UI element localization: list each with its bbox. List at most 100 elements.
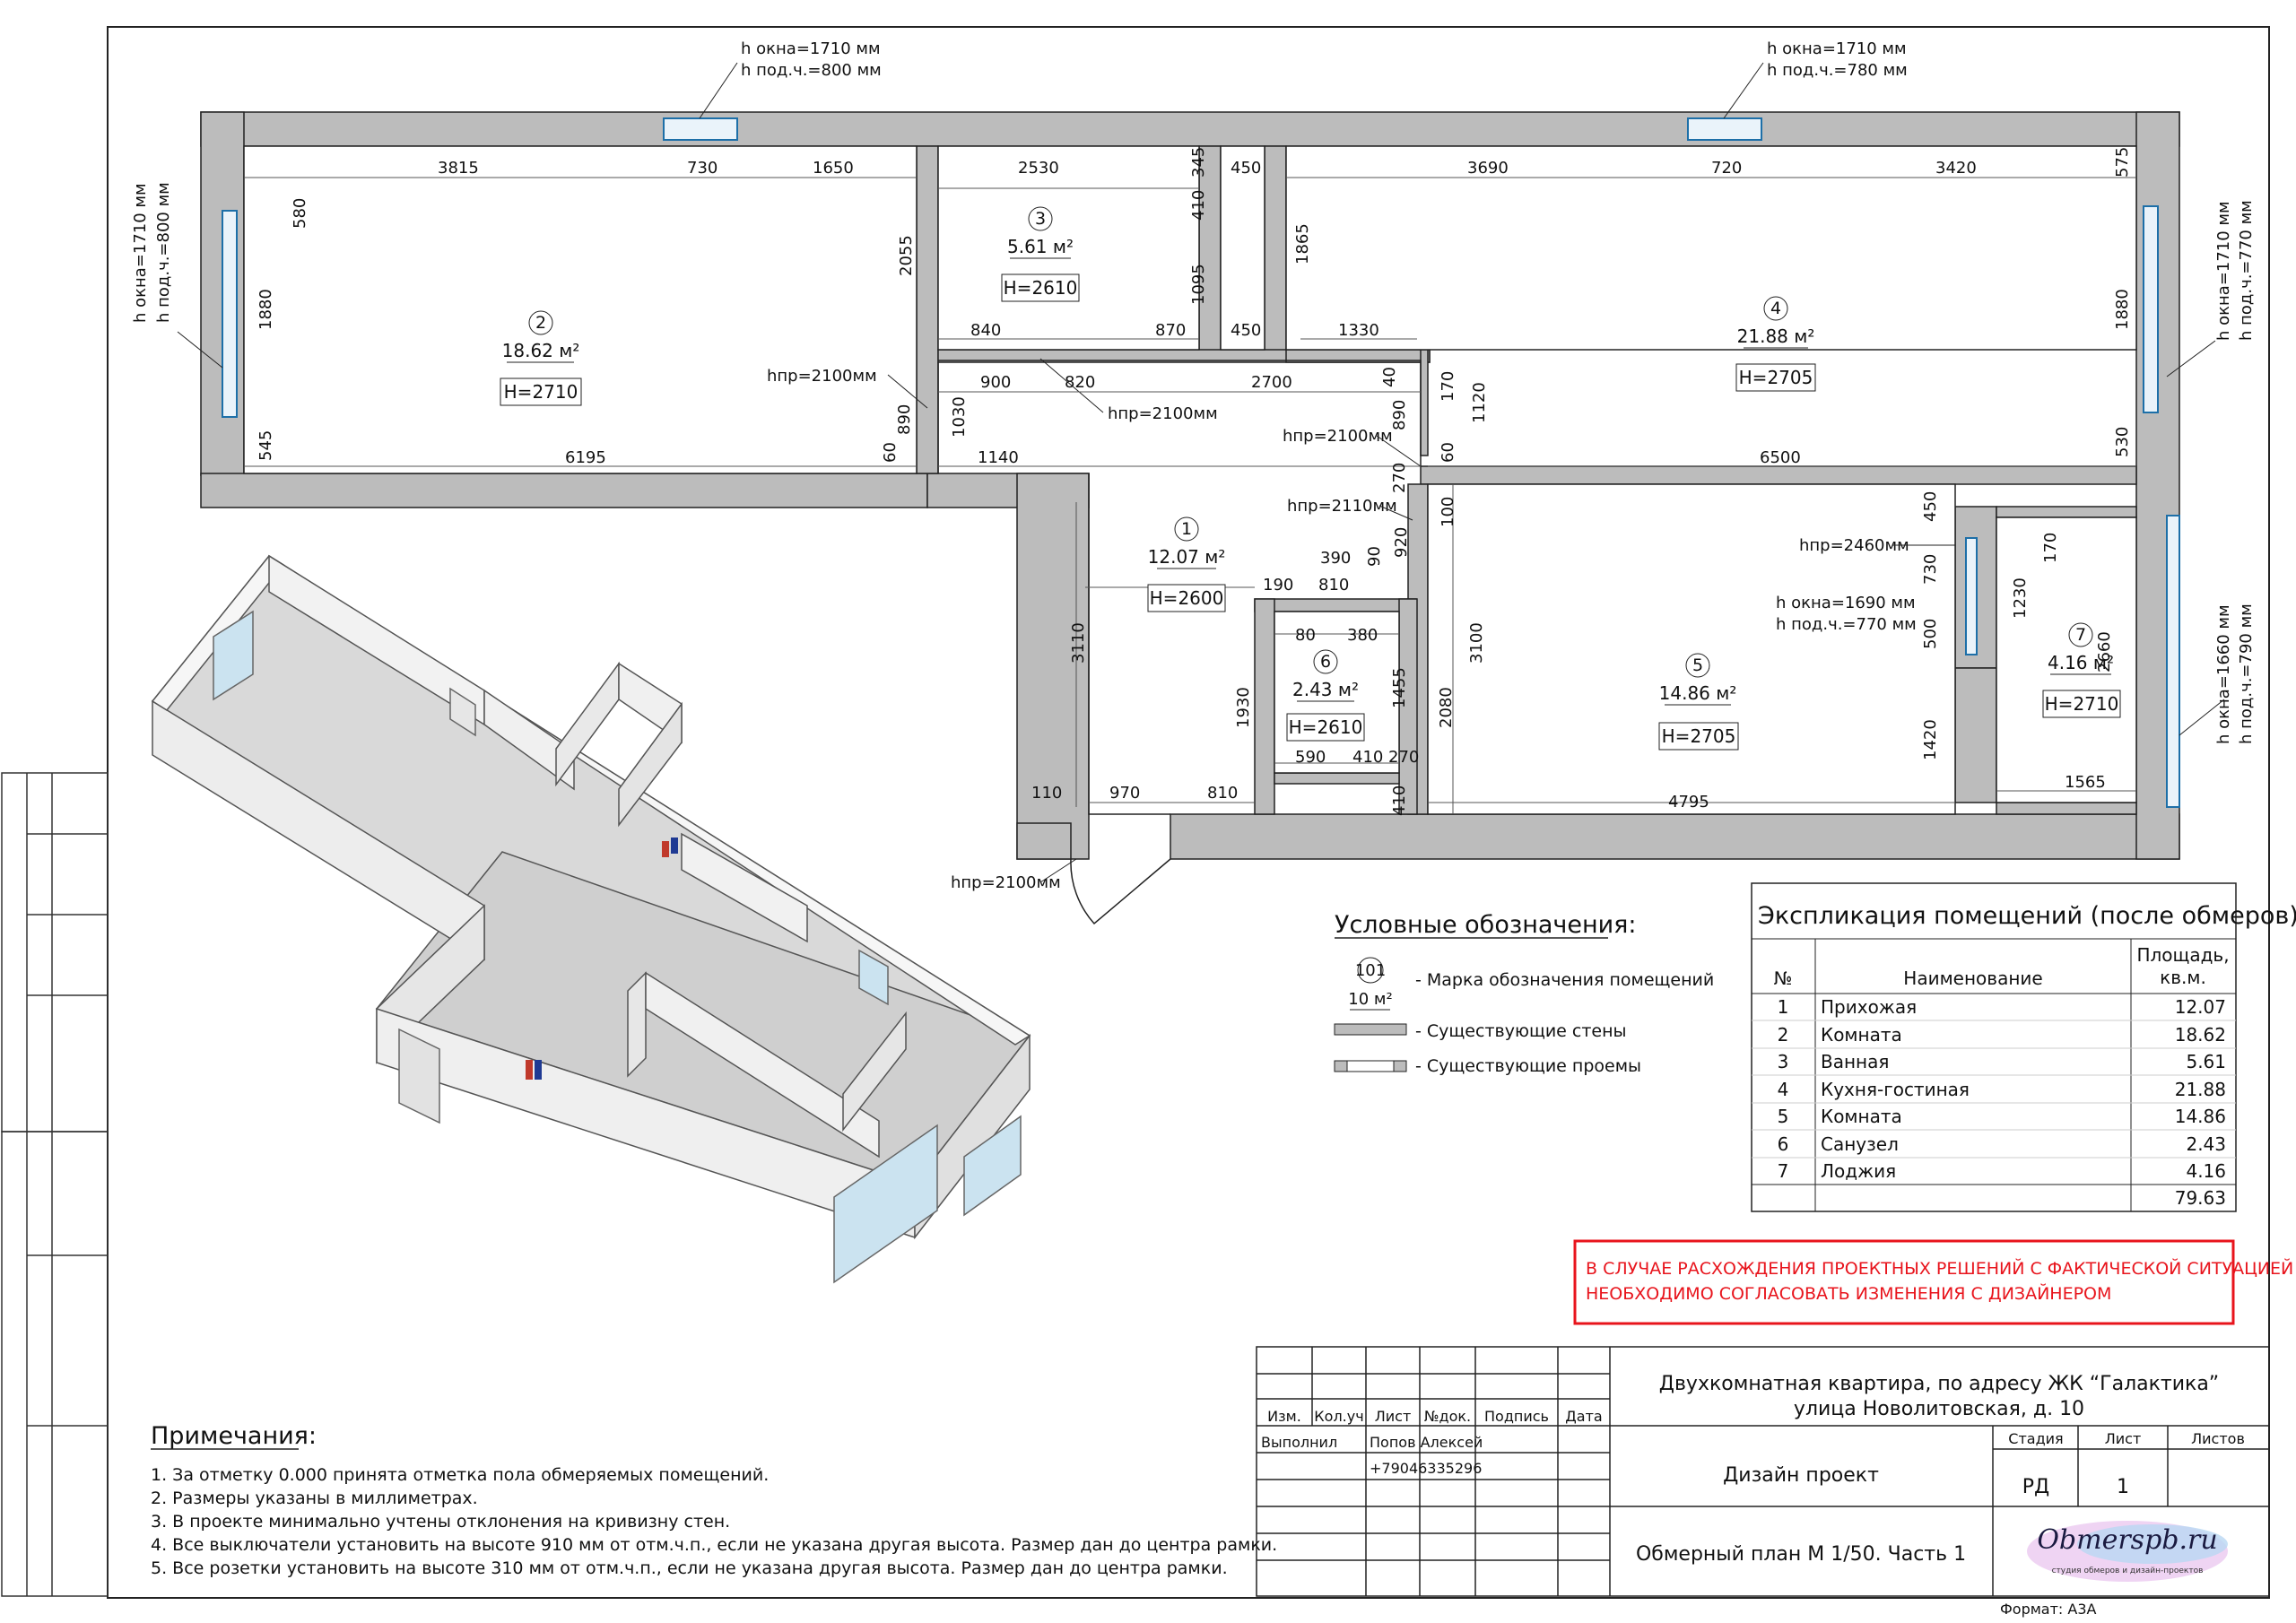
row-num: 6 xyxy=(1778,1133,1789,1155)
dim-label: 80 xyxy=(1295,626,1316,645)
window-label-a: h окна=1710 мм xyxy=(131,183,150,323)
note-item: 5. Все розетки установить на высоте 310 … xyxy=(151,1558,1228,1578)
room-tags: 1 12.07 м² H=2600 2 18.62 м² H=2710 3 5.… xyxy=(500,206,2121,751)
row-num: 2 xyxy=(1778,1024,1789,1046)
door-label: hпр=2460мм xyxy=(1799,536,1909,555)
sheets-label: Листов xyxy=(2191,1430,2245,1447)
total-area: 79.63 xyxy=(2175,1187,2226,1209)
stamp-header: Изм. xyxy=(1267,1408,1301,1425)
room-height: H=2705 xyxy=(1739,367,1813,388)
logo-text: Obmerspb.ru xyxy=(2037,1524,2217,1556)
dim-label: 1420 xyxy=(1921,719,1940,760)
row-area: 14.86 xyxy=(2175,1106,2226,1127)
door-swing xyxy=(1070,858,1171,925)
table-row: 4 Кухня-гостиная 21.88 xyxy=(1778,1079,2226,1100)
windows xyxy=(222,117,2180,808)
dim-label: 60 xyxy=(1439,442,1457,463)
stamp-header: №док. xyxy=(1424,1408,1471,1425)
window-label-a: h окна=1710 мм xyxy=(1767,39,1907,58)
row-name: Комната xyxy=(1821,1024,1902,1046)
room-height: H=2600 xyxy=(1150,587,1224,609)
dim-label: 1030 xyxy=(950,396,969,438)
legend-item-walls: - Существующие стены xyxy=(1415,1021,1627,1041)
dim-label: 6500 xyxy=(1760,448,1801,467)
window-label-b: h под.ч.=770 мм xyxy=(2237,200,2256,341)
room-height: H=2705 xyxy=(1662,725,1736,747)
dim-label: 60 xyxy=(881,442,900,463)
company-logo: Obmerspb.ru студия обмеров и дизайн-прое… xyxy=(2027,1521,2228,1582)
stage-value: РД xyxy=(2022,1476,2049,1498)
room-number: 5 xyxy=(1692,655,1703,675)
window-label-b: h под.ч.=800 мм xyxy=(741,61,882,80)
room-number: 6 xyxy=(1320,652,1331,672)
row-area: 2.43 xyxy=(2186,1133,2226,1155)
project-title-line-1: Двухкомнатная квартира, по адресу ЖК “Га… xyxy=(1659,1373,2219,1395)
dim-label: 410 xyxy=(1352,748,1383,767)
dim-label: 2055 xyxy=(897,235,916,276)
room-area: 18.62 м² xyxy=(502,340,580,361)
room-tag-4: 4 21.88 м² H=2705 xyxy=(1735,296,1816,392)
title-block-texts: Изм. Кол.уч Лист №док. Подпись Дата Выпо… xyxy=(1261,1373,2245,1618)
window-label-b: h под.ч.=790 мм xyxy=(2237,603,2256,744)
room-height: H=2710 xyxy=(2045,693,2119,715)
row-name: Ванная xyxy=(1821,1051,1889,1072)
dim-label: 545 xyxy=(257,430,275,461)
dim-label: 380 xyxy=(1347,626,1378,645)
door-label: hпр=2100мм xyxy=(1108,404,1218,423)
room-number: 7 xyxy=(2075,625,2086,645)
window-label-a: h окна=1690 мм xyxy=(1776,594,1916,612)
stamp-header: Кол.уч xyxy=(1314,1408,1363,1425)
table-row: 7 Лоджия 4.16 xyxy=(1778,1160,2226,1182)
project-title-line-2: улица Новолитовская, д. 10 xyxy=(1794,1398,2084,1420)
dim-label: 730 xyxy=(687,159,718,178)
notes: Примечания: 1. За отметку 0.000 принята … xyxy=(151,1422,1277,1578)
legend-item-openings: - Существующие проемы xyxy=(1415,1056,1641,1076)
row-name: Кухня-гостиная xyxy=(1821,1079,1970,1100)
room-area: 5.61 м² xyxy=(1007,236,1074,257)
dim-label: 730 xyxy=(1921,554,1940,585)
row-num: 3 xyxy=(1778,1051,1789,1072)
performer-phone: +79046335296 xyxy=(1370,1460,1482,1477)
door-label: hпр=2100мм xyxy=(767,367,877,386)
dim-label: 1120 xyxy=(1470,382,1489,423)
row-name: Санузел xyxy=(1821,1133,1899,1155)
dim-label: 40 xyxy=(1380,367,1399,387)
note-item: 4. Все выключатели установить на высоте … xyxy=(151,1535,1277,1555)
window-label-a: h окна=1660 мм xyxy=(2214,604,2233,744)
row-name: Прихожая xyxy=(1821,996,1917,1018)
room-number: 4 xyxy=(1770,299,1781,318)
dim-label: 2700 xyxy=(1251,373,1292,392)
sheet-title: Обмерный план М 1/50. Часть 1 xyxy=(1636,1543,1966,1566)
dim-label: 110 xyxy=(1031,784,1062,803)
isometric-3d-view xyxy=(151,554,1031,1284)
dim-label: 500 xyxy=(1921,619,1940,649)
dim-label: 1650 xyxy=(813,159,854,178)
dim-label: 1455 xyxy=(1390,667,1409,708)
room-number: 2 xyxy=(535,313,546,333)
dim-label: 450 xyxy=(1231,321,1261,340)
window-label-b: h под.ч.=780 мм xyxy=(1767,61,1908,80)
dim-label: 1095 xyxy=(1189,264,1208,305)
room-number: 1 xyxy=(1181,519,1192,539)
dimension-lines xyxy=(244,177,2136,814)
note-item: 1. За отметку 0.000 принята отметка пола… xyxy=(151,1465,769,1485)
door-label: hпр=2110мм xyxy=(1287,497,1397,516)
window-label-a: h окна=1710 мм xyxy=(2214,201,2233,341)
dim-label: 410 xyxy=(1189,190,1208,221)
dim-label: 450 xyxy=(1921,491,1940,522)
dim-label: 170 xyxy=(1439,371,1457,402)
dim-label: 410 xyxy=(1390,785,1409,816)
room-tag-7: 7 4.16 м² H=2710 xyxy=(2042,622,2121,718)
dim-label: 530 xyxy=(2113,427,2132,457)
dim-label: 970 xyxy=(1109,784,1140,803)
table-row: 3 Ванная 5.61 xyxy=(1778,1051,2226,1072)
dim-label: 450 xyxy=(1231,159,1261,178)
dim-label: 1865 xyxy=(1293,223,1312,265)
room-tag-2: 2 18.62 м² H=2710 xyxy=(500,310,582,406)
table-row: 2 Комната 18.62 xyxy=(1778,1024,2226,1046)
stamp-header: Подпись xyxy=(1484,1408,1549,1425)
legend-mark-area: 10 м² xyxy=(1348,990,1392,1009)
dim-label: 720 xyxy=(1711,159,1742,178)
dim-label: 100 xyxy=(1439,497,1457,527)
room-area: 14.86 м² xyxy=(1659,682,1737,704)
